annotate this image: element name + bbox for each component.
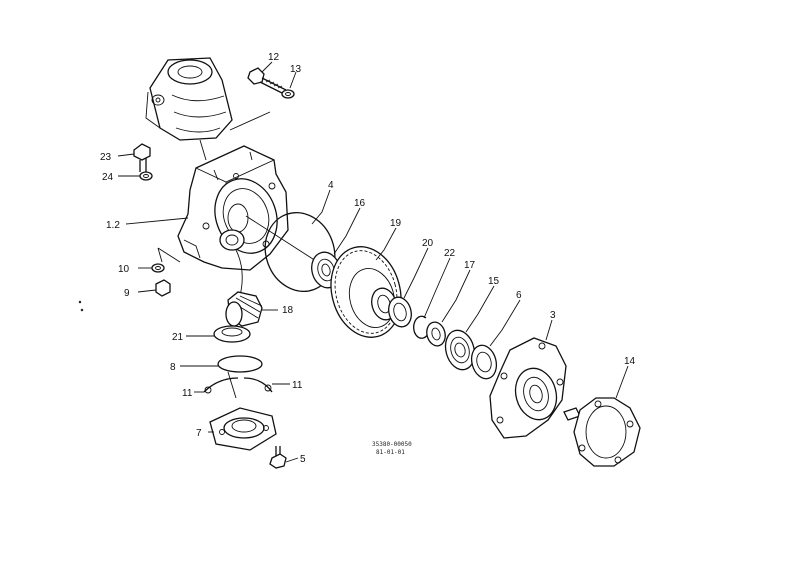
- callout-16: 16: [354, 198, 366, 209]
- washer-10: [151, 263, 165, 273]
- stamp-line-2: 81-01-01: [376, 449, 405, 456]
- dot-mark: [78, 300, 82, 304]
- callout-5: 5: [300, 454, 306, 465]
- callout-23: 23: [100, 152, 112, 163]
- callout-11-right: 11: [292, 380, 303, 391]
- guide-line: [199, 139, 207, 161]
- cover-3: [489, 337, 567, 439]
- o-ring-4: [264, 212, 336, 292]
- clip-11-right: [243, 377, 273, 393]
- callout-15: 15: [488, 276, 500, 287]
- seal-6: [470, 344, 498, 380]
- cover-plate-7: [209, 407, 277, 451]
- bolt-9: [155, 279, 171, 297]
- pinion-gear-18: [225, 291, 263, 327]
- stamp-line-1: 35380-00050: [372, 441, 412, 448]
- callout-labels: 12 13 23 24 4 16 19 1.2 20 22 17 15 6 10…: [100, 52, 636, 465]
- callout-19: 19: [390, 218, 402, 229]
- bearing-21: [213, 325, 251, 343]
- upper-cylinder-housing: [145, 57, 233, 141]
- callout-9: 9: [124, 288, 130, 299]
- callout-6: 6: [516, 290, 522, 301]
- washer-13: [281, 89, 295, 99]
- o-ring-8: [217, 355, 263, 373]
- washer-24: [139, 171, 153, 181]
- callout-21: 21: [172, 332, 184, 343]
- callout-22: 22: [444, 248, 456, 259]
- callout-24: 24: [102, 172, 114, 183]
- callout-20: 20: [422, 238, 434, 249]
- callout-1-2: 1.2: [106, 220, 120, 231]
- bolt-5: [269, 446, 287, 469]
- callout-12: 12: [268, 52, 280, 63]
- callout-18: 18: [282, 305, 294, 316]
- guide-line: [227, 371, 237, 399]
- callout-3: 3: [550, 310, 556, 321]
- callout-14: 14: [624, 356, 636, 367]
- callout-17: 17: [464, 260, 476, 271]
- dot-mark: [80, 308, 84, 312]
- bolt-12: [247, 67, 287, 95]
- callout-13: 13: [290, 64, 302, 75]
- callout-10: 10: [118, 264, 130, 275]
- leader-lines: [117, 61, 629, 463]
- guide-line: [157, 247, 181, 263]
- bolt-23: [133, 143, 151, 172]
- bearing-17: [426, 321, 446, 347]
- callout-8: 8: [170, 362, 176, 373]
- washer-20: [388, 296, 412, 328]
- hub-flange-14: [563, 397, 641, 467]
- snap-ring-22: [413, 315, 429, 339]
- callout-11-left: 11: [182, 388, 193, 399]
- callout-7: 7: [196, 428, 202, 439]
- drawing-stamp: 35380-00050 81-01-01: [372, 441, 412, 456]
- guide-line: [229, 111, 271, 131]
- callout-4: 4: [328, 180, 334, 191]
- main-housing-1-2: [177, 145, 289, 271]
- clip-11-left: [203, 377, 239, 394]
- bearing-15: [444, 329, 476, 371]
- guide-line: [235, 249, 243, 297]
